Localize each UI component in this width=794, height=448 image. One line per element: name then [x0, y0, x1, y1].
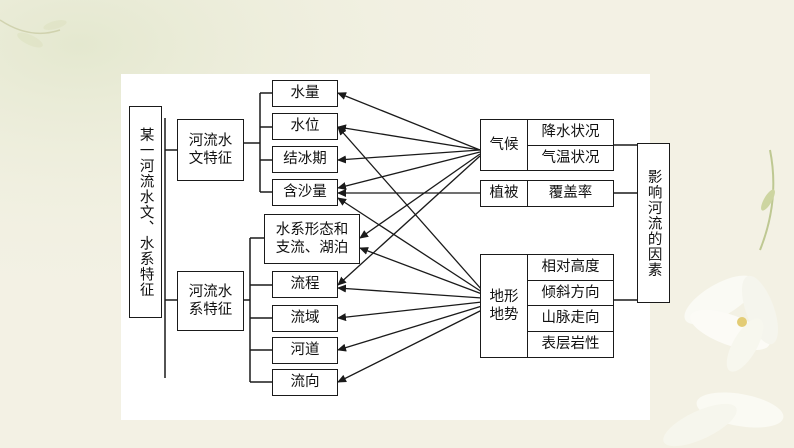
factor-terrain: 地形 地势 [480, 254, 528, 358]
arrow-climate-water-level [337, 124, 481, 151]
right-title-box: 影响河流的因素 [637, 143, 670, 303]
left-title-box: 某一河流水文、水系特征 [129, 106, 162, 318]
item-sediment: 含沙量 [272, 179, 338, 206]
factor-vegetation: 植被 [480, 180, 528, 207]
factor-temperature: 气温状况 [527, 145, 614, 171]
branch-decoration-icon [0, 19, 67, 48]
arrow-climate-freeze [337, 149, 481, 164]
arrow-terrain-direction [337, 309, 483, 383]
lily-flower-icon [663, 149, 784, 447]
arrow-climate-sediment [337, 151, 481, 190]
item-flow-direction: 流向 [272, 369, 338, 396]
category-hydrology: 河流水 文特征 [177, 119, 244, 181]
category-water-system: 河流水 系特征 [177, 271, 244, 331]
factor-relative-height: 相对高度 [527, 254, 614, 281]
factor-slope-direction: 倾斜方向 [527, 280, 614, 306]
arrow-terrain-water-level [337, 126, 483, 291]
factor-surface-lithology: 表层岩性 [527, 331, 614, 358]
arrow-terrain-basin [337, 301, 483, 322]
item-pattern-tributary: 水系形态和 支流、湖泊 [264, 214, 360, 264]
factor-climate: 气候 [480, 119, 528, 171]
arrow-terrain-length [337, 284, 483, 299]
item-basin: 流域 [272, 305, 338, 332]
factor-mountain-trend: 山脉走向 [527, 305, 614, 332]
item-length: 流程 [272, 271, 338, 298]
item-channel: 河道 [272, 337, 338, 364]
arrow-climate-pattern [359, 153, 481, 239]
item-water-volume: 水量 [272, 80, 338, 107]
item-freeze-period: 结冰期 [272, 146, 338, 173]
factor-coverage: 覆盖率 [527, 180, 614, 207]
arrow-terrain-pattern [359, 247, 483, 295]
arrow-climate-length [337, 155, 481, 286]
arrow-terrain-channel [337, 305, 483, 352]
factor-precipitation: 降水状况 [527, 119, 614, 146]
item-water-level: 水位 [272, 113, 338, 140]
arrow-climate-water-volume [337, 92, 481, 151]
arrow-terrain-sediment [337, 197, 483, 293]
